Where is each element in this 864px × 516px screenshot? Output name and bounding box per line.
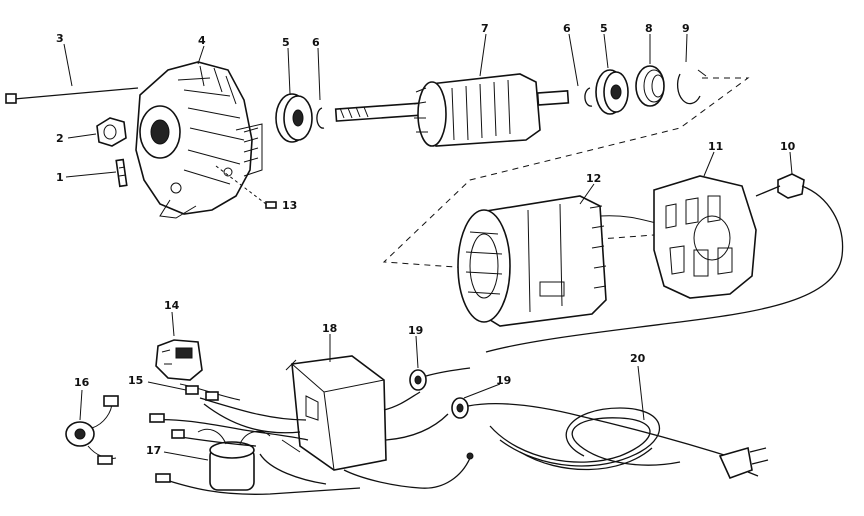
part-capacitor <box>197 428 271 491</box>
callout-17: 17 <box>146 444 161 457</box>
callout-10: 10 <box>780 140 796 153</box>
part-wire-grommet-lower <box>451 397 469 419</box>
callout-6-left: 6 <box>312 36 320 49</box>
callout-3: 3 <box>56 32 64 45</box>
part-connector <box>65 395 119 465</box>
part-nut <box>96 117 127 147</box>
callout-16: 16 <box>74 376 90 389</box>
callout-13: 13 <box>282 199 297 212</box>
callout-15: 15 <box>128 374 143 387</box>
callout-1: 1 <box>56 171 64 184</box>
wiring-harness <box>149 383 474 495</box>
part-spring-washer <box>635 65 665 107</box>
callout-14: 14 <box>164 299 180 312</box>
callout-12: 12 <box>586 172 601 185</box>
callout-11: 11 <box>708 140 723 153</box>
callout-5-right: 5 <box>600 22 608 35</box>
part-stator <box>457 195 669 327</box>
callout-2: 2 <box>56 132 64 145</box>
callout-4: 4 <box>198 34 206 47</box>
part-front-housing <box>135 61 263 219</box>
callout-18: 18 <box>322 322 337 335</box>
part-rotor <box>334 73 570 147</box>
part-retaining-ring-left <box>316 107 325 129</box>
part-bearing-left <box>275 93 313 143</box>
callout-8: 8 <box>645 22 653 35</box>
callout-labels: 3 4 5 6 7 6 5 8 9 2 1 10 11 12 13 14 15 … <box>56 22 796 457</box>
part-retaining-ring-right <box>584 87 593 107</box>
callout-20: 20 <box>630 352 646 365</box>
callout-7: 7 <box>481 22 489 35</box>
part-pin <box>115 158 128 188</box>
callout-9: 9 <box>682 22 690 35</box>
callout-5-left: 5 <box>282 36 290 49</box>
callout-6-right: 6 <box>563 22 571 35</box>
part-small-screw <box>215 165 277 209</box>
part-through-bolt <box>5 87 139 104</box>
callout-19-lower: 19 <box>496 374 511 387</box>
part-clip-ring <box>676 69 707 105</box>
part-bearing-right <box>595 69 629 115</box>
part-power-cord <box>467 402 769 480</box>
part-junction-box <box>281 355 387 471</box>
part-switch <box>155 339 203 381</box>
leader-lines <box>63 33 793 461</box>
callout-19-upper: 19 <box>408 324 423 337</box>
part-rear-end-bell <box>653 175 757 299</box>
part-wire-grommet-upper <box>409 367 471 391</box>
